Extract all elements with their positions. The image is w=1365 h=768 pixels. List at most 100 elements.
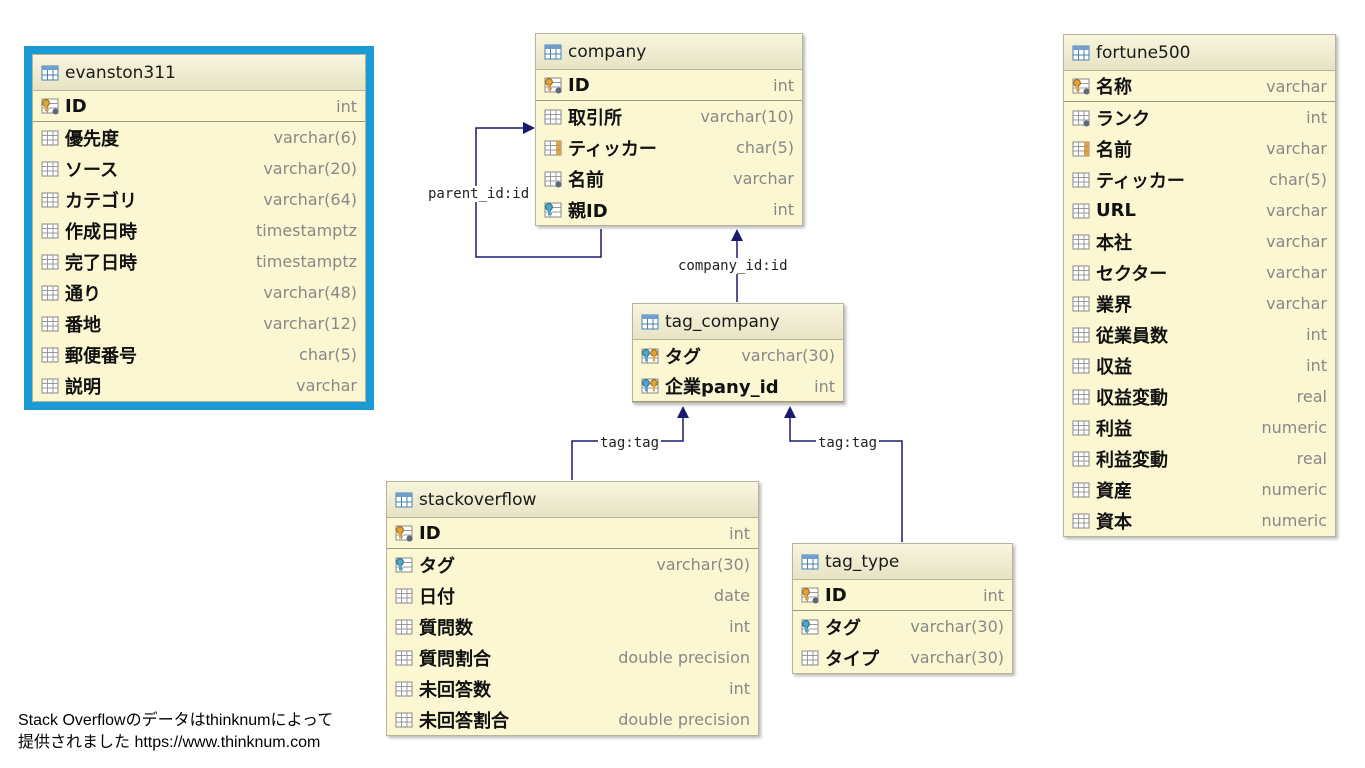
column-row[interactable]: ティッカー char(5) bbox=[1064, 164, 1335, 195]
column-icon bbox=[41, 346, 59, 364]
table-header[interactable]: company bbox=[536, 34, 802, 70]
column-name: 完了日時 bbox=[65, 252, 137, 274]
table-header[interactable]: evanston311 bbox=[33, 55, 365, 91]
column-type: varchar(20) bbox=[263, 159, 357, 178]
column-type: char(5) bbox=[1269, 170, 1327, 189]
column-type: timestamptz bbox=[256, 252, 357, 271]
column-name: 質問数 bbox=[419, 617, 473, 639]
column-icon bbox=[395, 587, 413, 605]
column-name: 資本 bbox=[1096, 511, 1132, 533]
column-icon bbox=[41, 160, 59, 178]
table-header[interactable]: fortune500 bbox=[1064, 35, 1335, 71]
table-icon bbox=[641, 313, 659, 331]
table-name: evanston311 bbox=[65, 62, 176, 83]
column-type: varchar(30) bbox=[910, 617, 1004, 636]
column-name: 通り bbox=[65, 283, 101, 305]
relation-tagtype-tag-line[interactable] bbox=[784, 406, 903, 542]
table-header[interactable]: tag_type bbox=[793, 544, 1012, 580]
column-row[interactable]: 質問数 int bbox=[387, 611, 758, 642]
column-type: varchar bbox=[1266, 294, 1327, 313]
relation-label-stack-tag: tag:tag bbox=[598, 435, 662, 451]
column-icon bbox=[1072, 450, 1090, 468]
column-name: URL bbox=[1096, 200, 1136, 221]
column-type: int bbox=[729, 617, 750, 636]
column-name: タグ bbox=[825, 617, 861, 639]
column-icon bbox=[41, 191, 59, 209]
table-name: tag_company bbox=[665, 311, 780, 332]
column-type: real bbox=[1296, 387, 1327, 406]
column-type: varchar(6) bbox=[273, 128, 357, 147]
table-header[interactable]: tag_company bbox=[633, 304, 843, 340]
table-header[interactable]: stackoverflow bbox=[387, 482, 758, 518]
relation-label-type-tag: tag:tag bbox=[816, 435, 880, 451]
column-row[interactable]: 完了日時 timestamptz bbox=[33, 246, 365, 277]
column-name: 日付 bbox=[419, 586, 455, 608]
column-icon bbox=[1072, 233, 1090, 251]
relation-parent-line[interactable] bbox=[475, 122, 602, 258]
unique-column-icon bbox=[544, 139, 562, 157]
data-credit: Stack Overflowのデータはthinknumによって 提供されました … bbox=[18, 710, 333, 754]
column-icon bbox=[1072, 326, 1090, 344]
column-row[interactable]: タグ varchar(30) bbox=[793, 611, 1012, 642]
column-type: int bbox=[729, 679, 750, 698]
column-icon bbox=[1072, 171, 1090, 189]
unique-column-icon bbox=[1072, 140, 1090, 158]
column-type: int bbox=[983, 585, 1004, 605]
column-type: double precision bbox=[618, 648, 750, 667]
column-row[interactable]: ソース varchar(20) bbox=[33, 153, 365, 184]
primary-key-icon bbox=[395, 524, 413, 542]
primary-key-icon bbox=[41, 97, 59, 115]
column-name: ティッカー bbox=[1096, 170, 1185, 192]
column-name: 名称 bbox=[1096, 77, 1132, 98]
column-name: ソース bbox=[65, 159, 119, 181]
column-name: ID bbox=[568, 74, 590, 96]
primary-foreign-key-icon bbox=[641, 347, 659, 365]
table-icon bbox=[801, 553, 819, 571]
column-name: 取引所 bbox=[568, 107, 622, 129]
column-type: int bbox=[814, 376, 835, 396]
